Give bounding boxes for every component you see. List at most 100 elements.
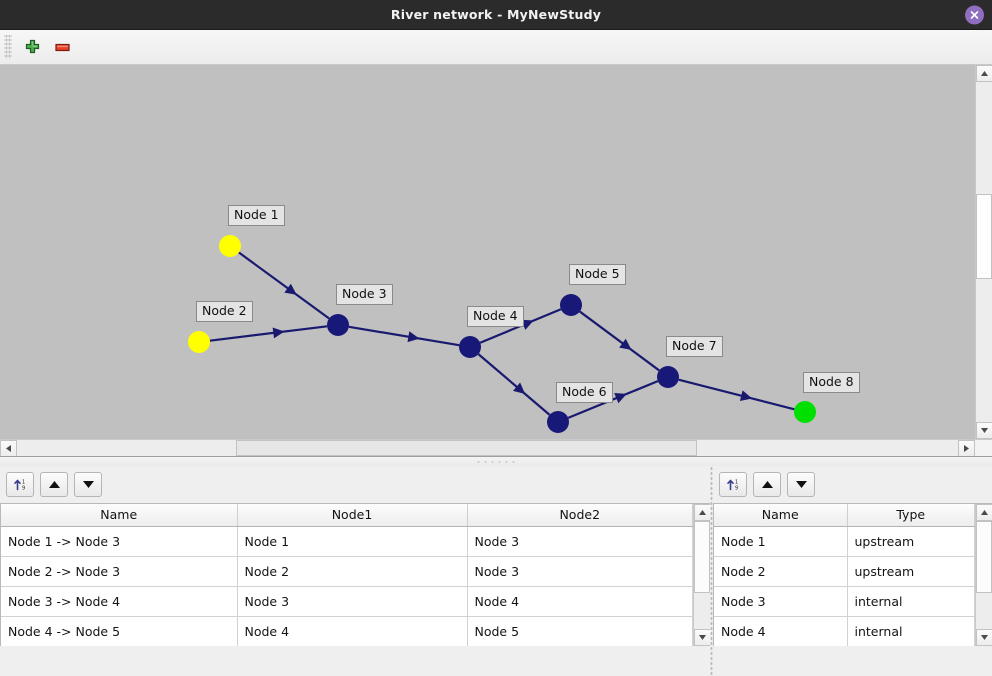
close-icon[interactable] xyxy=(965,5,984,24)
graph-node-label-node-3[interactable]: Node 3 xyxy=(336,284,393,305)
branches-vscroll-track[interactable] xyxy=(694,521,710,629)
graph-node-node-1[interactable] xyxy=(219,235,241,257)
graph-edge[interactable] xyxy=(477,353,551,416)
graph-node-node-3[interactable] xyxy=(327,314,349,336)
graph-node-label-node-8[interactable]: Node 8 xyxy=(803,372,860,393)
window-title: River network - MyNewStudy xyxy=(390,7,602,22)
river-network-graph[interactable]: Node 1 Node 2 Node 3 Node 4 Node 5 Node 6 Node… xyxy=(0,65,975,439)
nodes-table-cell[interactable]: Node 1 xyxy=(714,526,848,557)
branches-footer-strip xyxy=(0,646,710,676)
nodes-arrow-down-icon[interactable] xyxy=(787,472,815,497)
graph-node-label-node-6[interactable]: Node 6 xyxy=(556,382,613,403)
branches-table-cell[interactable]: Node 2 xyxy=(237,556,468,587)
graph-node-label-node-5[interactable]: Node 5 xyxy=(569,264,626,285)
scroll-left-arrow-icon[interactable] xyxy=(0,440,17,457)
graph-node-label-node-2[interactable]: Node 2 xyxy=(196,301,253,322)
graph-node-label-node-1[interactable]: Node 1 xyxy=(228,205,285,226)
branches-table-cell[interactable]: Node 4 xyxy=(467,586,693,617)
nodes-table-cell[interactable]: internal xyxy=(847,586,975,617)
branches-table-header-node2[interactable]: Node2 xyxy=(467,504,693,527)
nodes-table-cell[interactable]: upstream xyxy=(847,526,975,557)
branches-vertical-scrollbar[interactable] xyxy=(693,504,710,646)
graph-node-node-4[interactable] xyxy=(459,336,481,358)
nodes-vscroll-thumb[interactable] xyxy=(975,521,992,593)
branches-vscroll-thumb[interactable] xyxy=(694,521,710,593)
graph-edge[interactable] xyxy=(209,325,328,342)
branches-table-cell[interactable]: Node 3 xyxy=(467,526,693,557)
graph-node-node-7[interactable] xyxy=(657,366,679,388)
canvas-horizontal-scrollbar[interactable] xyxy=(0,439,992,457)
graph-edge[interactable] xyxy=(348,325,460,347)
branches-scroll-up-arrow-icon[interactable] xyxy=(694,504,710,521)
branches-table-cell[interactable]: Node 2 -> Node 3 xyxy=(1,556,238,587)
branches-table-cell[interactable]: Node 3 xyxy=(467,556,693,587)
branches-toolbar: 1 9 xyxy=(0,466,710,503)
graph-edge[interactable] xyxy=(238,251,330,320)
branches-table-header-name[interactable]: Name xyxy=(1,504,238,527)
scroll-down-arrow-icon[interactable] xyxy=(976,422,992,439)
horizontal-splitter[interactable] xyxy=(0,456,992,466)
canvas-vertical-scrollbar[interactable] xyxy=(975,65,992,439)
nodes-table-header-type[interactable]: Type xyxy=(847,504,975,527)
graph-node-label-node-4[interactable]: Node 4 xyxy=(467,306,524,327)
graph-node-node-8[interactable] xyxy=(794,401,816,423)
add-plus-icon[interactable] xyxy=(18,34,46,60)
nodes-arrow-up-icon[interactable] xyxy=(753,472,781,497)
nodes-scroll-up-arrow-icon[interactable] xyxy=(975,504,992,521)
sort-az-icon[interactable]: 1 9 xyxy=(6,472,34,497)
branches-scroll-down-arrow-icon[interactable] xyxy=(694,629,710,646)
branches-table-cell[interactable]: Node 1 xyxy=(237,526,468,557)
branches-table-cell[interactable]: Node 4 -> Node 5 xyxy=(1,616,238,646)
nodes-table-cell[interactable]: Node 2 xyxy=(714,556,848,587)
scroll-right-arrow-icon[interactable] xyxy=(958,440,975,457)
nodes-vscroll-track[interactable] xyxy=(975,521,992,629)
graph-node-node-2[interactable] xyxy=(188,331,210,353)
nodes-table-cell[interactable]: Node 3 xyxy=(714,586,848,617)
graph-node-label-node-7[interactable]: Node 7 xyxy=(666,336,723,357)
canvas-hscroll-track[interactable] xyxy=(17,440,958,456)
graph-edge-arrow-icon xyxy=(739,390,753,402)
nodes-table-cell[interactable]: upstream xyxy=(847,556,975,587)
vertical-splitter[interactable] xyxy=(710,466,713,676)
branches-table-header-node1[interactable]: Node1 xyxy=(237,504,468,527)
graph-edge-arrow-icon xyxy=(614,393,627,404)
toolbar-drag-handle[interactable] xyxy=(4,35,12,59)
graph-edge[interactable] xyxy=(567,380,659,419)
branches-table-cell[interactable]: Node 1 -> Node 3 xyxy=(1,526,238,557)
branches-table-cell[interactable]: Node 5 xyxy=(467,616,693,646)
nodes-sort-az-icon[interactable]: 1 9 xyxy=(719,472,747,497)
nodes-vertical-scrollbar[interactable] xyxy=(974,504,992,646)
canvas-vscroll-thumb[interactable] xyxy=(976,194,992,279)
nodes-table-cell[interactable]: Node 4 xyxy=(714,616,848,646)
graph-edge[interactable] xyxy=(678,378,795,411)
arrow-up-icon[interactable] xyxy=(40,472,68,497)
nodes-scroll-down-arrow-icon[interactable] xyxy=(975,629,992,646)
scroll-up-arrow-icon[interactable] xyxy=(976,65,992,82)
branches-table-cell[interactable]: Node 4 xyxy=(237,616,468,646)
delete-minus-icon[interactable] xyxy=(48,34,76,60)
graph-node-node-6[interactable] xyxy=(547,411,569,433)
nodes-table-header-name[interactable]: Name xyxy=(714,504,848,527)
branches-table-cell[interactable]: Node 3 -> Node 4 xyxy=(1,586,238,617)
graph-edges-and-nodes xyxy=(188,235,816,433)
branches-table-cell[interactable]: Node 3 xyxy=(237,586,468,617)
canvas-hscroll-thumb[interactable] xyxy=(236,440,697,456)
arrow-down-icon[interactable] xyxy=(74,472,102,497)
nodes-table-cell[interactable]: internal xyxy=(847,616,975,646)
graph-edge[interactable] xyxy=(579,310,660,372)
canvas-vscroll-track[interactable] xyxy=(976,82,992,422)
graph-node-node-5[interactable] xyxy=(560,294,582,316)
